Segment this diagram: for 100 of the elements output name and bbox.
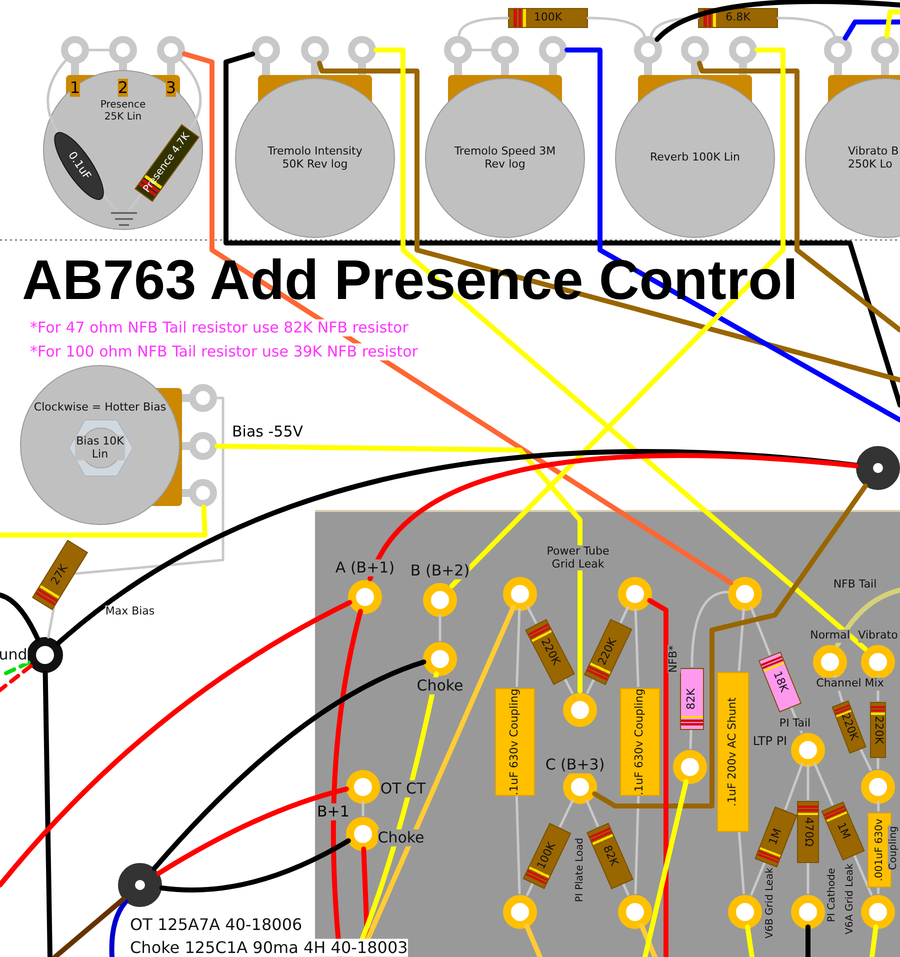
component-value: 100K [534,12,562,24]
component-value: 100K [535,840,559,872]
eyelet [861,770,895,804]
component-lead [852,852,872,896]
component-lead [438,614,442,642]
lug-number: 3 [166,78,176,98]
wire [639,923,658,957]
wire [182,51,734,586]
solder-lug [109,36,137,64]
solder-lug [824,36,852,64]
component-lead [789,704,803,734]
wire [374,48,868,652]
wire [745,924,754,957]
resistor [584,618,632,686]
solder-lug [634,36,662,64]
component-lead [621,881,630,896]
component-lead [74,396,224,575]
wire [152,660,426,871]
eyelet [618,577,652,611]
grommet [856,446,900,490]
solder-lug [189,432,217,460]
component-value: 18K [770,670,790,694]
component-lead [180,58,202,131]
component-lead [750,860,767,896]
component-value: .001uF 630v [873,818,885,882]
capacitor [717,672,749,832]
terminal-label: C (B+3) [545,756,605,774]
terminal-label: Choke [416,677,464,695]
solder-lug [539,36,567,64]
resistor [870,702,886,758]
wire [156,786,349,876]
capacitor [495,688,535,796]
component-lead [634,608,640,688]
component-lead [814,762,834,806]
component-lead [128,192,143,212]
component-value: .1uF 630v Coupling [634,688,646,796]
terminal-label: Vibrato [858,630,898,642]
component-lead [102,194,118,212]
eyelet [861,895,895,929]
capacitor [620,688,660,796]
wire [224,52,900,408]
component-label: PI Tail [779,718,811,730]
note-text: *For 100 ohm NFB Tail resistor use 39K NFB resistor [30,343,418,361]
wire [0,504,208,538]
wire [109,899,128,957]
wire [884,10,900,39]
component-lead [806,764,810,800]
resistor [698,8,778,28]
wire [0,664,33,692]
pot-label: Bias 10K Lin [75,435,125,461]
component-lead [586,16,646,38]
component-lead [784,762,804,810]
component-lead [563,676,574,694]
wire [642,779,689,957]
component-lead [858,746,872,771]
component-label: Coupling [887,826,899,870]
wire [647,598,668,957]
terminal-label: B (B+2) [410,562,470,580]
solder-lug [157,36,185,64]
wire [159,838,351,892]
component-lead [776,16,836,38]
solder-lug [252,36,280,64]
wire [696,60,900,332]
eyelet [728,895,762,929]
component-lead [470,48,492,52]
eyelet [673,750,707,784]
solder-lug [444,36,472,64]
lug-number: 1 [70,78,80,98]
solder-lug [189,479,217,507]
component-value: 470Ω [802,817,814,847]
solder-lug [348,36,376,64]
wire [0,592,40,642]
component-lead [526,606,537,624]
component-lead [586,799,599,827]
terminal-label: Normal [810,630,850,642]
eyelet [563,693,597,727]
pot-label: Vibrato B 250K Lo [848,145,900,171]
component-lead [526,880,535,896]
wire [870,924,878,957]
eyelet [791,895,825,929]
component-lead [620,606,630,624]
component-lead [586,676,596,694]
component-lead [877,800,880,812]
component-lead [738,608,745,672]
eyelet [618,895,652,929]
wire [842,20,900,41]
component-value: 220K [838,712,860,742]
solder-lug [189,384,217,412]
terminal-label: B+1 [317,803,350,821]
lug-number: 2 [118,78,128,98]
component-lead [516,608,521,688]
component-label: PI Plate Load [574,838,586,902]
wire [56,449,859,646]
component-lead [458,16,510,38]
eyelet [728,577,762,611]
solder-lug [729,36,757,64]
wire [654,0,900,42]
ground-icon [110,211,138,227]
terminal-label: A (B+1) [335,559,395,577]
component-value: 6.8K [726,12,750,24]
